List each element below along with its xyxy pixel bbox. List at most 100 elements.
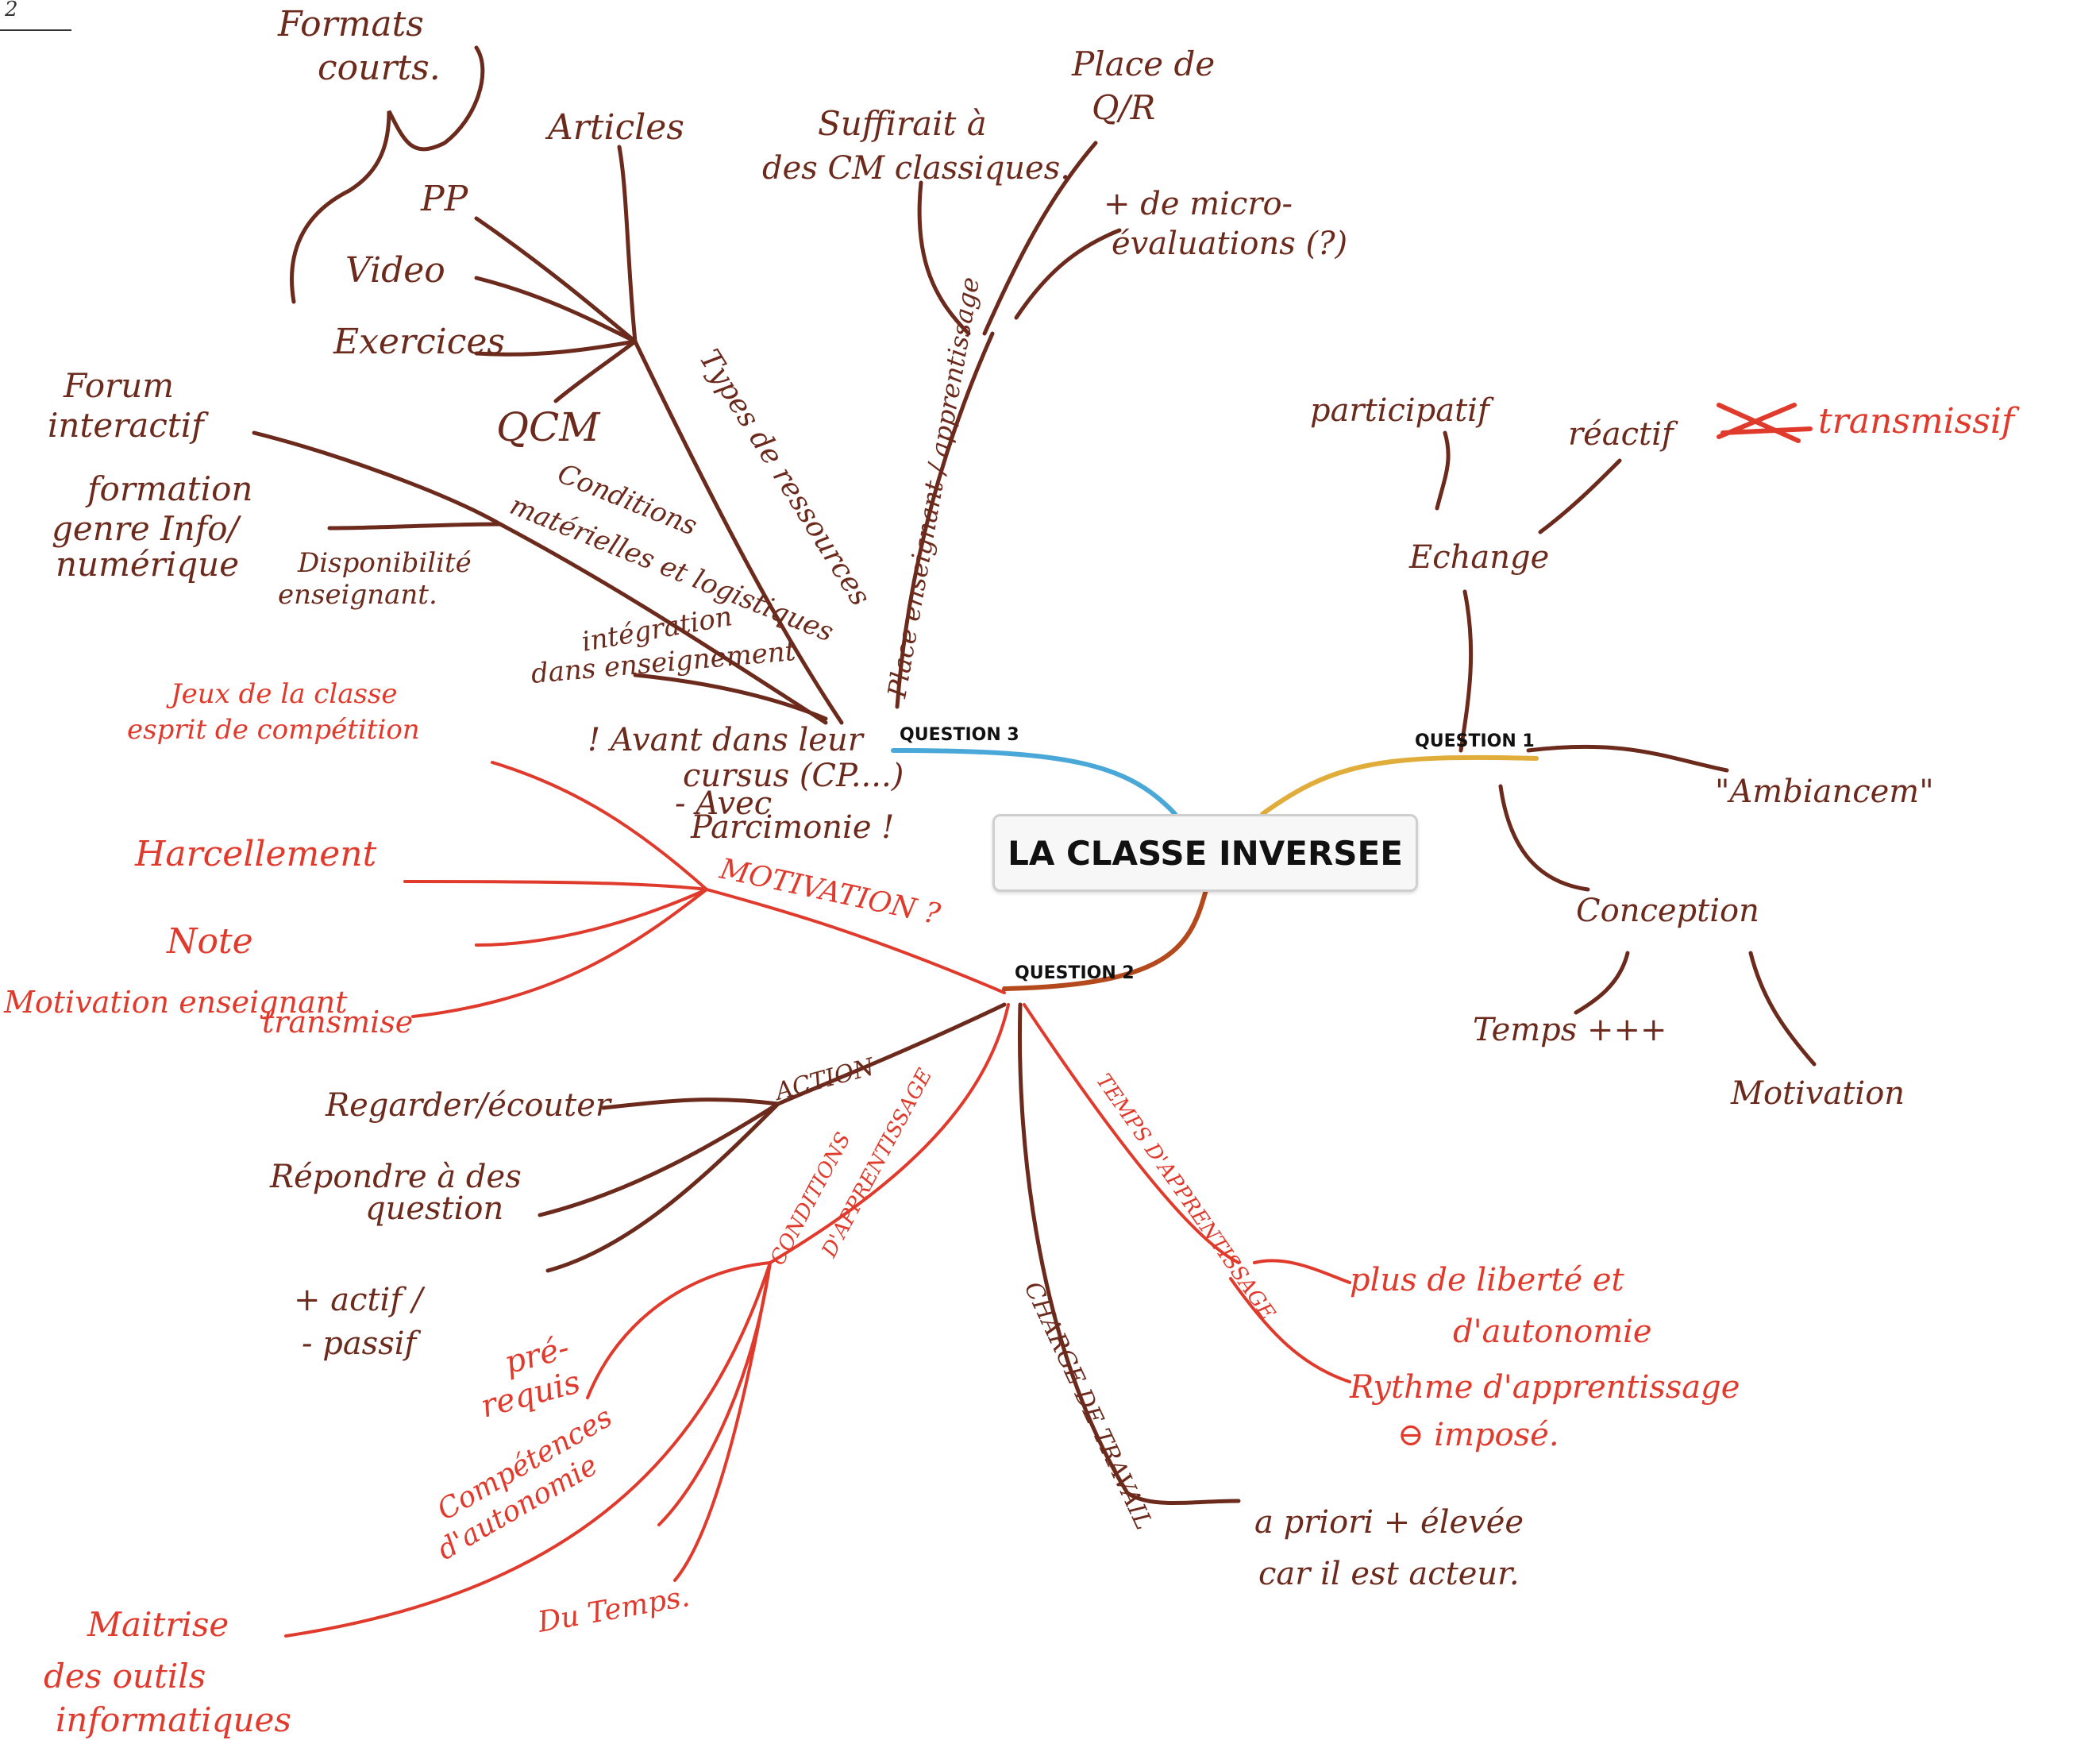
q2-competition: esprit de compétition: [127, 714, 420, 746]
q3-exercices-link: [474, 339, 638, 357]
q3-formation-link: [327, 522, 503, 530]
q3-suffirait: Suffirait à: [818, 104, 987, 143]
q2-autonomie2: d'autonomie: [1453, 1314, 1652, 1350]
q3-formats-brace: [290, 45, 485, 304]
q1-motivation: Motivation: [1730, 1075, 1905, 1112]
q3-formats: Formats: [277, 4, 424, 44]
q2-temps-app-link: [1023, 1003, 1240, 1264]
q3-video: Video: [345, 250, 445, 291]
q3-cursus: cursus (CP....): [683, 758, 904, 794]
q1-ambiance: "Ambiancem": [1715, 774, 1934, 810]
q3-types-link: [633, 339, 844, 725]
q3-integration-link: [633, 673, 828, 721]
q2-temps-apprentissage: TEMPS D'APPRENTISSAGE: [1091, 1070, 1279, 1325]
q2-actif: + actif /: [294, 1282, 426, 1318]
q3-exercices: Exercices: [333, 322, 505, 362]
q2-harcellement-link: [403, 880, 708, 891]
q3-interactif: interactif: [48, 406, 209, 445]
q3-place: Place enseignant / apprentissage: [881, 275, 985, 701]
q1-reactif-link: [1538, 458, 1622, 534]
q2-outils: des outils: [44, 1657, 206, 1696]
q2-informatiques: informatiques: [56, 1700, 291, 1739]
q3-micro: + de micro-: [1104, 186, 1293, 222]
q2-connector: [1002, 885, 1209, 991]
q1-connector: [1260, 754, 1539, 816]
q2-competences-link: [657, 1261, 772, 1526]
q2-rythme-link: [1229, 1277, 1351, 1383]
q3-parcimonie: Parcimonie !: [690, 809, 894, 846]
q1-ambiance-link: [1526, 744, 1729, 773]
central-topic: LA CLASSE INVERSEE: [992, 814, 1418, 892]
q2-jeux: Jeux de la classe: [166, 678, 397, 710]
q3-numerique: numérique: [56, 545, 239, 584]
q2-charge-item-1: a priori + élevée: [1254, 1504, 1524, 1541]
q3-disponibilite: Disponibilité: [297, 547, 472, 579]
q2-liberte: plus de liberté et: [1350, 1262, 1625, 1298]
q3-evaluations: évaluations (?): [1112, 226, 1347, 262]
q3-video-link: [474, 276, 638, 344]
q1-conception: Conception: [1576, 893, 1759, 929]
q2-actif-link: [545, 1101, 780, 1273]
q2-motiv-ens: Motivation enseignant: [3, 985, 348, 1020]
q2-charge: CHARGE DE TRAVAIL: [1019, 1278, 1158, 1534]
q3-qr: Q/R: [1092, 88, 1155, 127]
q3-qcm: QCM: [496, 404, 601, 450]
q3-conditions-link: [498, 522, 828, 725]
q2-motivation: MOTIVATION ?: [716, 852, 943, 931]
q2-conditions-link: [769, 1003, 1010, 1264]
q3-genre-info: genre Info/: [52, 509, 242, 548]
q1-motivation-link: [1748, 951, 1817, 1067]
q3-courts: courts.: [318, 48, 441, 88]
q3-forum: Forum: [63, 366, 174, 405]
q3-formation: formation: [85, 469, 252, 508]
page-number: 2: [4, 0, 18, 21]
question-3-label: QUESTION 3: [900, 725, 1019, 745]
q2-rythme: Rythme d'apprentissage: [1349, 1369, 1740, 1406]
q3-place-link: [895, 331, 995, 709]
q3-articles: Articles: [545, 107, 684, 148]
q2-question: question: [365, 1190, 503, 1227]
q2-jeux-link: [491, 761, 708, 891]
q2-maitrise-link: [284, 1261, 772, 1638]
q3-pp-link: [474, 216, 638, 344]
q2-motiv-ens-link: [411, 888, 708, 1018]
q3-cm-classiques: des CM classiques.: [762, 150, 1070, 187]
q3-avec: - Avec: [675, 785, 772, 822]
q3-avant: ! Avant dans leur: [588, 722, 865, 758]
q2-motivation-link: [705, 888, 1006, 994]
q2-du-temps: Du Temps.: [534, 1580, 692, 1639]
q2-action-link: [776, 1002, 1007, 1106]
question-1-label: QUESTION 1: [1415, 731, 1535, 751]
q2-repondre: Répondre à des: [269, 1159, 522, 1195]
q3-forum-link: [252, 430, 503, 527]
q1-echange: Echange: [1408, 539, 1549, 576]
q3-connector: [891, 748, 1177, 816]
q3-micro-link: [1014, 228, 1122, 320]
q1-reactif: réactif: [1568, 416, 1678, 453]
q3-enseignant: enseignant.: [278, 579, 437, 611]
q3-articles-link: [617, 145, 638, 344]
q2-impose: ⊖ imposé.: [1397, 1417, 1559, 1453]
q1-temps-link: [1574, 951, 1630, 1015]
q1-conception-link: [1498, 784, 1590, 892]
q2-passif: - passif: [302, 1325, 422, 1362]
q2-temps-link: [673, 1261, 772, 1582]
q3-suffirait-link: [917, 180, 971, 336]
q3-placeqr-link: [982, 141, 1098, 336]
q2-prerequis-link: [586, 1261, 772, 1399]
q2-note: Note: [166, 921, 253, 962]
q1-transmissif: transmissif: [1818, 401, 2020, 442]
q2-transmise: transmise: [262, 1005, 413, 1040]
q1-echange-link: [1458, 589, 1474, 753]
q2-maitrise: Maitrise: [87, 1605, 229, 1644]
question-2-label: QUESTION 2: [1015, 963, 1135, 983]
q1-temps: Temps +++: [1473, 1012, 1667, 1048]
q2-regarder-link: [601, 1098, 780, 1110]
q1-participatif-link: [1435, 430, 1451, 511]
q3-place-de: Place de: [1071, 44, 1215, 83]
q2-regarder: Regarder/écouter: [325, 1087, 613, 1124]
q2-note-link: [475, 888, 708, 947]
q2-harcellement: Harcellement: [134, 834, 377, 874]
q2-repondre-link: [538, 1101, 780, 1217]
